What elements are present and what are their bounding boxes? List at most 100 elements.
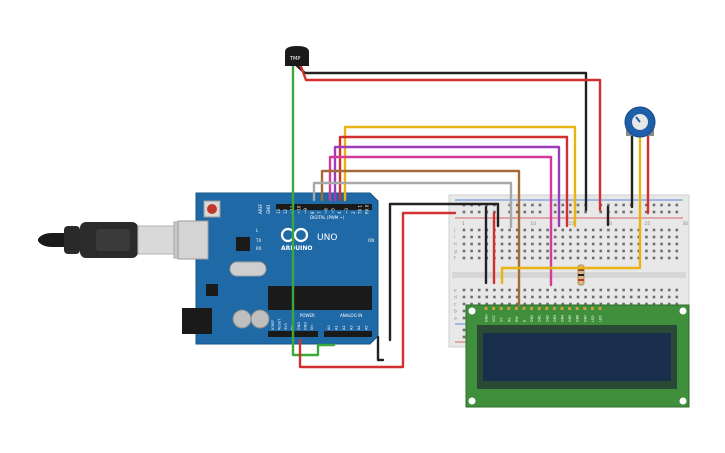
breadboard-hole[interactable]	[652, 256, 656, 260]
breadboard-hole[interactable]	[531, 242, 534, 246]
breadboard-hole[interactable]	[531, 235, 534, 239]
breadboard-hole[interactable]	[591, 242, 595, 246]
lcd-pin[interactable]	[560, 307, 564, 310]
breadboard-hole[interactable]	[462, 309, 466, 313]
breadboard-hole[interactable]	[462, 228, 466, 232]
breadboard-hole[interactable]	[477, 288, 481, 292]
breadboard-hole[interactable]	[660, 235, 663, 239]
breadboard-hole[interactable]	[629, 295, 633, 299]
breadboard-hole[interactable]	[523, 288, 527, 292]
breadboard-hole[interactable]	[660, 295, 663, 299]
rail-hole[interactable]	[614, 203, 618, 207]
breadboard-hole[interactable]	[538, 302, 542, 306]
breadboard-hole[interactable]	[614, 256, 618, 260]
breadboard-hole[interactable]	[645, 249, 648, 253]
breadboard-hole[interactable]	[493, 288, 496, 292]
breadboard-hole[interactable]	[591, 288, 595, 292]
breadboard-hole[interactable]	[515, 249, 519, 253]
breadboard-hole[interactable]	[652, 235, 656, 239]
breadboard-hole[interactable]	[477, 249, 481, 253]
breadboard-hole[interactable]	[546, 302, 549, 306]
breadboard-hole[interactable]	[591, 235, 595, 239]
breadboard-hole[interactable]	[531, 288, 534, 292]
lcd-pin[interactable]	[507, 307, 511, 310]
breadboard-hole[interactable]	[538, 288, 542, 292]
rail-hole[interactable]	[614, 210, 618, 214]
breadboard-hole[interactable]	[660, 242, 663, 246]
breadboard-hole[interactable]	[607, 249, 610, 253]
breadboard-hole[interactable]	[599, 288, 603, 292]
breadboard-hole[interactable]	[576, 249, 580, 253]
rail-hole[interactable]	[675, 210, 679, 214]
breadboard-hole[interactable]	[515, 228, 519, 232]
breadboard-hole[interactable]	[531, 295, 534, 299]
breadboard-hole[interactable]	[645, 302, 648, 306]
breadboard-hole[interactable]	[629, 242, 633, 246]
rail-hole[interactable]	[508, 203, 511, 207]
breadboard-hole[interactable]	[500, 235, 504, 239]
breadboard-hole[interactable]	[515, 235, 519, 239]
breadboard-hole[interactable]	[477, 235, 481, 239]
breadboard-hole[interactable]	[546, 242, 549, 246]
breadboard-hole[interactable]	[546, 295, 549, 299]
breadboard-hole[interactable]	[622, 242, 625, 246]
breadboard-hole[interactable]	[500, 242, 504, 246]
lcd-pin[interactable]	[537, 307, 541, 310]
breadboard-hole[interactable]	[470, 302, 473, 306]
breadboard-hole[interactable]	[485, 295, 489, 299]
breadboard-hole[interactable]	[523, 302, 527, 306]
breadboard-hole[interactable]	[561, 249, 565, 253]
rail-hole[interactable]	[477, 210, 481, 214]
breadboard-hole[interactable]	[645, 242, 648, 246]
breadboard-hole[interactable]	[508, 249, 511, 253]
breadboard-hole[interactable]	[561, 302, 565, 306]
potentiometer-icon[interactable]	[624, 106, 656, 138]
breadboard-hole[interactable]	[553, 256, 557, 260]
rail-hole[interactable]	[462, 210, 466, 214]
breadboard-hole[interactable]	[500, 256, 504, 260]
breadboard-hole[interactable]	[675, 295, 679, 299]
breadboard-hole[interactable]	[622, 295, 625, 299]
breadboard-hole[interactable]	[477, 256, 481, 260]
breadboard-hole[interactable]	[675, 256, 679, 260]
rail-hole[interactable]	[576, 203, 580, 207]
lcd-pin[interactable]	[530, 307, 534, 310]
rail-hole[interactable]	[622, 210, 625, 214]
breadboard-hole[interactable]	[546, 288, 549, 292]
breadboard-hole[interactable]	[584, 235, 587, 239]
rail-hole[interactable]	[523, 203, 527, 207]
breadboard-hole[interactable]	[637, 288, 641, 292]
breadboard-hole[interactable]	[675, 228, 679, 232]
breadboard-hole[interactable]	[569, 288, 572, 292]
breadboard-hole[interactable]	[614, 302, 618, 306]
rail-hole[interactable]	[584, 210, 587, 214]
breadboard-hole[interactable]	[561, 256, 565, 260]
breadboard-hole[interactable]	[470, 228, 473, 232]
breadboard-hole[interactable]	[599, 302, 603, 306]
lcd-pin[interactable]	[545, 307, 549, 310]
lcd-pin[interactable]	[514, 307, 518, 310]
breadboard-hole[interactable]	[569, 295, 572, 299]
lcd-pin[interactable]	[492, 307, 496, 310]
breadboard-hole[interactable]	[645, 228, 648, 232]
breadboard-hole[interactable]	[660, 302, 663, 306]
breadboard-hole[interactable]	[667, 249, 671, 253]
breadboard-hole[interactable]	[531, 228, 534, 232]
breadboard-hole[interactable]	[523, 249, 527, 253]
breadboard-hole[interactable]	[637, 302, 641, 306]
reset-button[interactable]	[207, 204, 217, 214]
breadboard-hole[interactable]	[584, 288, 587, 292]
breadboard-hole[interactable]	[629, 228, 633, 232]
breadboard-hole[interactable]	[576, 288, 580, 292]
rail-hole[interactable]	[462, 335, 466, 339]
breadboard-hole[interactable]	[652, 295, 656, 299]
lcd-pin[interactable]	[575, 307, 579, 310]
breadboard-hole[interactable]	[538, 235, 542, 239]
breadboard-hole[interactable]	[485, 288, 489, 292]
breadboard-hole[interactable]	[515, 302, 519, 306]
breadboard-hole[interactable]	[576, 295, 580, 299]
breadboard-hole[interactable]	[470, 242, 473, 246]
breadboard-hole[interactable]	[660, 288, 663, 292]
rail-hole[interactable]	[561, 210, 565, 214]
breadboard-hole[interactable]	[531, 302, 534, 306]
